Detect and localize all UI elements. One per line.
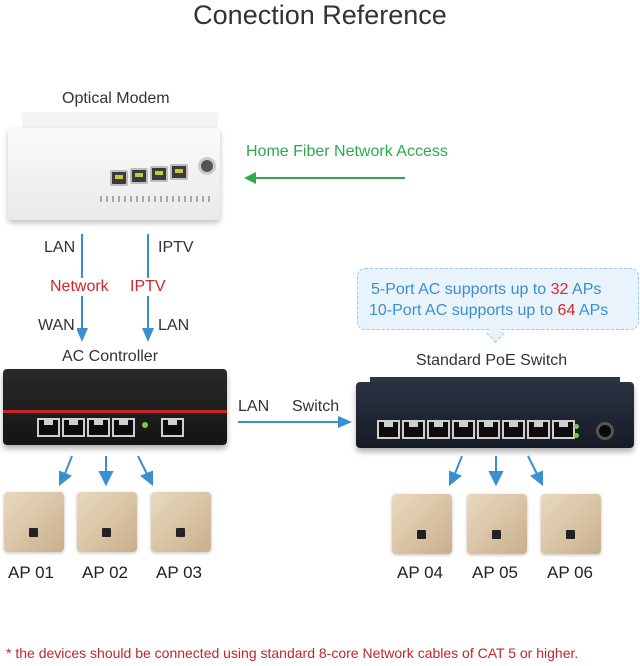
poe-power-jack (596, 422, 614, 440)
link-arrow (238, 416, 352, 428)
uplink-wan-label: WAN (36, 317, 77, 335)
poe-port (552, 420, 575, 439)
ac-controller-stripe (3, 410, 227, 413)
modem-power-jack (198, 157, 216, 175)
callout-value-32: 32 (550, 281, 569, 298)
callout-line-2: 10-Port AC supports up to 64 APs (369, 302, 609, 319)
ap-05-device (467, 494, 527, 554)
ac-port (112, 418, 135, 437)
ap-label: AP 06 (547, 563, 594, 582)
poe-port (377, 420, 400, 439)
ac-uplink-port (161, 418, 184, 437)
poe-port (427, 420, 450, 439)
poe-switch-label: Standard PoE Switch (416, 352, 568, 369)
ac-port (87, 418, 110, 437)
ap-02-device (77, 492, 137, 552)
fiber-label: Home Fiber Network Access (246, 143, 448, 160)
poe-port (402, 420, 425, 439)
ap-06-device (541, 494, 601, 554)
uplink-iptv-label: IPTV (156, 239, 196, 257)
ap-04-device (392, 494, 452, 554)
link-switch-label: Switch (292, 398, 340, 415)
poe-port (452, 420, 475, 439)
poe-port (502, 420, 525, 439)
ap-01-device (4, 492, 64, 552)
uplink-network-label: Network (48, 278, 111, 296)
uplink-lan-label: LAN (42, 239, 78, 257)
modem-label: Optical Modem (62, 90, 170, 107)
poe-port (527, 420, 550, 439)
poe-status-led (574, 433, 579, 438)
ap-label: AP 04 (397, 563, 444, 582)
uplink-iptv-mid-label: IPTV (128, 278, 168, 296)
ap-label: AP 03 (156, 563, 203, 582)
capacity-callout (357, 268, 639, 330)
callout-value-64: 64 (557, 302, 576, 319)
poe-switch-top (370, 377, 620, 385)
ap-label: AP 01 (8, 563, 55, 582)
poe-port (477, 420, 500, 439)
modem-top (22, 112, 218, 130)
ap-arrows (59, 455, 543, 487)
ac-port (62, 418, 85, 437)
footnote: * the devices should be connected using … (6, 645, 579, 661)
fiber-arrow (244, 172, 405, 184)
link-lan-label: LAN (238, 398, 270, 415)
modem-vent (100, 196, 210, 202)
modem-port (110, 170, 128, 186)
ac-port (37, 418, 60, 437)
modem-port (170, 164, 188, 180)
uplink-lan-bottom-label: LAN (156, 317, 192, 335)
ap-03-device (151, 492, 211, 552)
ac-status-led (142, 422, 148, 428)
poe-status-led (574, 424, 579, 429)
page-title: Conection Reference (193, 0, 447, 30)
ap-label: AP 02 (82, 563, 129, 582)
ap-label: AP 05 (472, 563, 519, 582)
modem-port (130, 168, 148, 184)
modem-port (150, 166, 168, 182)
callout-line-1: 5-Port AC supports up to 32 APs (371, 281, 602, 298)
ac-controller-label: AC Controller (62, 348, 159, 365)
